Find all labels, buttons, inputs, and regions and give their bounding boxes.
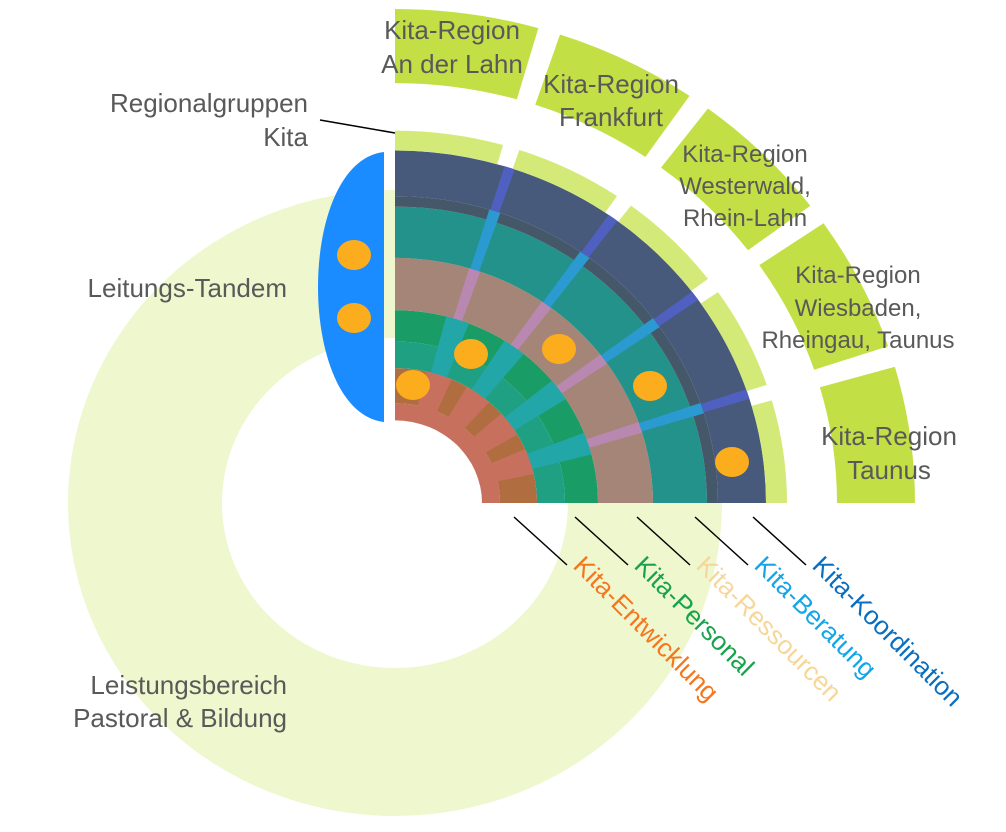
region-label: An der Lahn: [381, 49, 523, 79]
ring-leader-line: [694, 516, 749, 566]
ring-personal-inner: [395, 341, 565, 503]
segment-divider: [460, 413, 518, 462]
segment-divider: [471, 340, 524, 399]
region-label: Wiesbaden,: [795, 295, 922, 322]
region-label: Taunus: [847, 455, 931, 485]
segment-divider: [542, 251, 590, 308]
region-label: Kita-Region: [384, 15, 520, 45]
ring-personal: [395, 310, 598, 503]
segment-divider: [504, 380, 566, 431]
segment-divider: [700, 389, 750, 413]
region-box[interactable]: [395, 8, 539, 100]
regionalgruppe-segment: [618, 205, 709, 291]
region-box[interactable]: [759, 223, 889, 370]
region-label: Frankfurt: [559, 102, 664, 132]
region-label: Kita-Region: [821, 421, 957, 451]
leistungsbereich-label-1: Leistungsbereich: [90, 670, 287, 700]
position-dot: [542, 334, 576, 364]
ring-leader-line: [752, 516, 807, 566]
ring-beratung: [395, 206, 707, 504]
regionalgruppen-label-2: Kita: [263, 122, 308, 152]
region-label: Rhein-Lahn: [683, 205, 807, 232]
region-label: Kita-Region: [543, 69, 679, 99]
segment-divider: [490, 166, 515, 213]
segment-divider: [470, 209, 501, 272]
ring-leader-line: [636, 516, 691, 566]
segment-divider: [586, 421, 643, 448]
position-dot: [337, 303, 371, 333]
region-box[interactable]: [535, 34, 690, 157]
regionalgruppe-segment: [395, 130, 504, 165]
regionalgruppe-segment: [700, 292, 767, 392]
segment-divider: [556, 354, 608, 394]
regionalgruppe-segment: [512, 149, 618, 213]
segment-divider: [453, 268, 481, 321]
segment-divider: [510, 301, 552, 350]
regionalgruppen-leader-line: [319, 119, 396, 134]
segment-divider: [430, 316, 470, 378]
ring-leader-line: [513, 516, 568, 566]
region-label: Rheingau, Taunus: [761, 327, 954, 354]
segment-divider: [653, 291, 699, 327]
regionalgruppe-segment: [751, 400, 787, 503]
position-dot: [454, 339, 488, 369]
position-dots: [337, 240, 749, 477]
position-dot: [715, 447, 749, 477]
segment-divider: [581, 214, 618, 258]
ring-leader-line: [574, 516, 629, 566]
region-box[interactable]: [819, 366, 915, 503]
region-label: Westerwald,: [679, 173, 811, 200]
leitungs-tandem-label: Leitungs-Tandem: [88, 273, 287, 303]
position-dot: [396, 370, 430, 400]
quarter-rings: [395, 8, 915, 504]
segment-divider: [439, 386, 490, 442]
segment-divider: [527, 432, 592, 469]
segment-divider: [474, 449, 534, 486]
position-dot: [633, 371, 667, 401]
region-box[interactable]: [661, 108, 811, 251]
region-label: Kita-Region: [682, 141, 807, 168]
segment-divider: [638, 402, 704, 432]
segment-divider: [600, 318, 660, 363]
regionalgruppen-label-1: Regionalgruppen: [110, 88, 308, 118]
leitungs-tandem-shape: [318, 152, 384, 422]
region-label: Kita-Region: [795, 262, 920, 289]
leistungsbereich-label-2: Pastoral & Bildung: [73, 703, 287, 733]
position-dot: [337, 240, 371, 270]
